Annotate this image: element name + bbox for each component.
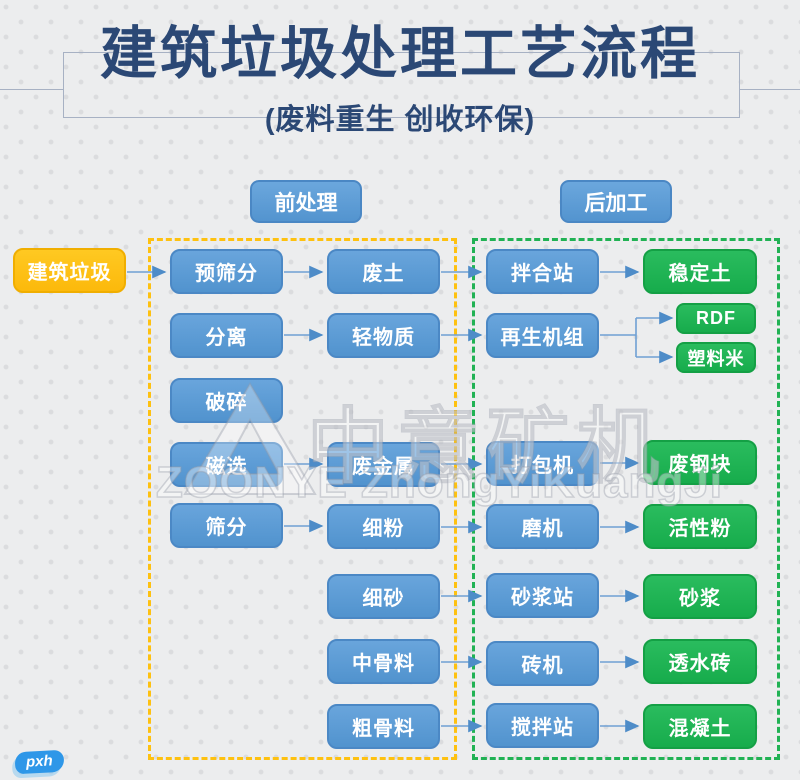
node-crushing: 破碎	[170, 378, 283, 423]
node-mortar-station: 砂浆站	[486, 573, 599, 618]
node-coarse-aggregate: 粗骨料	[327, 704, 440, 749]
node-regeneration-unit: 再生机组	[486, 313, 599, 358]
node-construction-waste: 建筑垃圾	[13, 248, 126, 293]
pre-processing-dashed-region	[148, 238, 457, 760]
node-stabilized-soil: 稳定土	[643, 249, 757, 294]
node-fine-sand: 细砂	[327, 574, 440, 619]
node-scrap-steel: 废钢块	[643, 440, 757, 485]
signature-badge: pxh	[14, 749, 65, 775]
section-header-pre-processing: 前处理	[250, 180, 362, 223]
node-concrete: 混凝土	[643, 704, 757, 749]
node-magnetic-separation: 磁选	[170, 442, 283, 487]
section-header-post-processing: 后加工	[560, 180, 672, 223]
page-subtitle: (废料重生 创收环保)	[264, 104, 536, 136]
node-screening: 筛分	[170, 503, 283, 548]
node-concrete-mixing-station: 搅拌站	[486, 703, 599, 748]
node-baler: 打包机	[486, 441, 599, 486]
node-active-powder: 活性粉	[643, 504, 757, 549]
node-pre-screening: 预筛分	[170, 249, 283, 294]
post-processing-dashed-region	[472, 238, 780, 760]
title-frame-line-right	[740, 89, 800, 90]
title-frame-line-left	[0, 89, 63, 90]
page-title: 建筑垃圾处理工艺流程	[100, 22, 700, 86]
node-mill: 磨机	[486, 504, 599, 549]
node-permeable-brick: 透水砖	[643, 639, 757, 684]
node-fine-powder: 细粉	[327, 504, 440, 549]
node-waste-soil: 废土	[327, 249, 440, 294]
title-frame	[63, 52, 740, 118]
node-mixing-station: 拌合站	[486, 249, 599, 294]
node-light-materials: 轻物质	[327, 313, 440, 358]
node-scrap-metal: 废金属	[327, 442, 440, 487]
node-plastic-pellets: 塑料米	[676, 342, 756, 373]
node-mortar: 砂浆	[643, 574, 757, 619]
node-separation: 分离	[170, 313, 283, 358]
node-medium-aggregate: 中骨料	[327, 639, 440, 684]
node-brick-machine: 砖机	[486, 641, 599, 686]
node-rdf: RDF	[676, 303, 756, 334]
